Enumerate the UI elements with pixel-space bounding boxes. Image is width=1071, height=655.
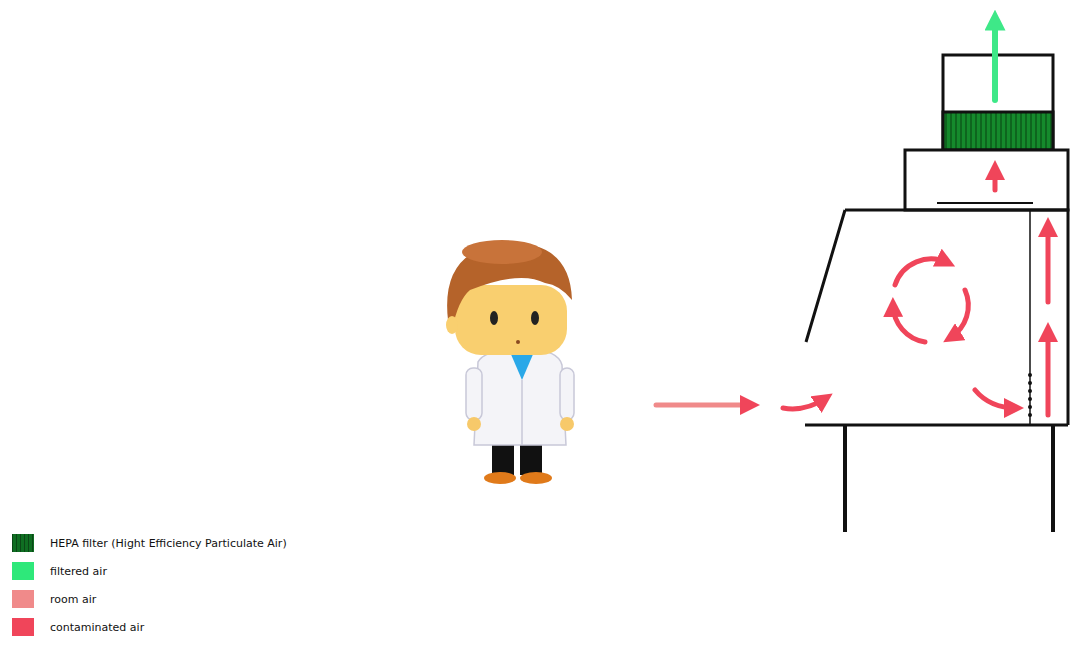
legend-swatch [12,590,34,608]
legend: HEPA filter (Hight Efficiency Particulat… [12,533,287,645]
scientist-figure [446,240,574,484]
cabinet-outline [805,55,1068,532]
airflow-arrows [656,18,1048,415]
legend-swatch [12,618,34,636]
legend-text: room air [50,593,96,606]
legend-row: HEPA filter (Hight Efficiency Particulat… [12,533,287,553]
legend-text: HEPA filter (Hight Efficiency Particulat… [50,537,287,550]
legend-text: filtered air [50,565,107,578]
legend-swatch [12,534,34,552]
legend-row: contaminated air [12,617,287,637]
legend-row: room air [12,589,287,609]
legend-row: filtered air [12,561,287,581]
legend-text: contaminated air [50,621,144,634]
grille-dots [1028,373,1032,417]
legend-swatch [12,562,34,580]
